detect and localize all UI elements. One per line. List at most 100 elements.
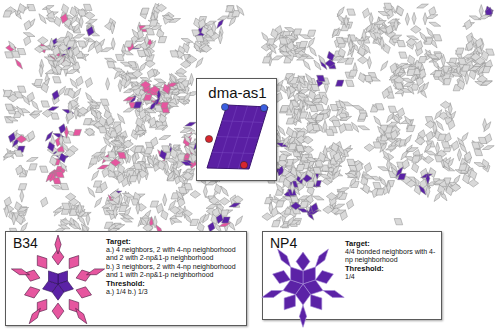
tile [408, 55, 415, 65]
tile [209, 197, 220, 205]
tile [426, 172, 430, 184]
tile [306, 123, 313, 133]
pink-tile [76, 270, 91, 281]
tile [420, 32, 427, 42]
tile [466, 41, 473, 51]
tile [423, 156, 434, 164]
tile [319, 174, 331, 178]
tile [263, 57, 272, 63]
tile [107, 62, 116, 68]
tile [235, 216, 242, 226]
tile [104, 137, 111, 147]
tile [175, 79, 187, 83]
purple-tile [291, 267, 303, 284]
tile [404, 135, 411, 145]
tile [297, 80, 301, 92]
tile [62, 203, 71, 209]
tile [135, 131, 147, 135]
tile [406, 148, 418, 152]
pink-tile [37, 256, 47, 269]
tile [170, 149, 177, 159]
tile [332, 28, 339, 38]
tile [92, 170, 99, 180]
tile [436, 142, 440, 154]
tile [50, 38, 54, 50]
tile [29, 164, 38, 170]
tile [443, 160, 450, 170]
tile [106, 78, 110, 90]
site-dot [240, 161, 247, 168]
tile [61, 13, 68, 23]
tile [9, 41, 16, 51]
purple-tile [273, 271, 291, 284]
tile [380, 37, 384, 49]
tile [358, 113, 367, 119]
tile [482, 146, 494, 150]
tile [150, 201, 159, 207]
tile [6, 117, 18, 121]
tile [90, 158, 99, 164]
tile [15, 59, 22, 69]
tile [216, 214, 223, 224]
tile [469, 67, 481, 71]
tile [122, 215, 134, 219]
tile [358, 126, 370, 130]
tile [271, 29, 278, 39]
tile [296, 145, 305, 151]
tile [286, 127, 293, 137]
tile [137, 50, 146, 56]
tile [218, 32, 222, 44]
tile [303, 146, 314, 154]
tile [68, 55, 75, 65]
tile [60, 66, 72, 70]
tile [458, 80, 465, 90]
tile [363, 8, 370, 18]
tile [124, 41, 133, 47]
tile [71, 14, 78, 24]
tile [3, 11, 12, 17]
tile [136, 117, 143, 127]
tile [31, 100, 38, 110]
tile [64, 149, 75, 157]
tile [458, 58, 467, 64]
tile [17, 49, 26, 55]
field-value: a.) 1/4 b.) 1/3 [106, 288, 244, 296]
tile [84, 128, 95, 136]
tile [301, 200, 312, 208]
tile [303, 136, 314, 144]
tile [334, 152, 341, 162]
tile [417, 4, 429, 8]
tile [433, 35, 442, 41]
tile [387, 113, 394, 123]
tile [376, 189, 385, 195]
tile [16, 215, 23, 225]
tile [67, 41, 76, 47]
pink-tile [76, 308, 87, 323]
tile [170, 206, 181, 214]
tile [76, 76, 83, 86]
tile [450, 184, 461, 192]
tile [378, 12, 390, 16]
tile [106, 116, 113, 126]
tile [366, 23, 373, 33]
tile [156, 4, 167, 12]
tile [78, 215, 85, 225]
tile [41, 197, 48, 207]
tile [468, 179, 479, 187]
tile [27, 92, 34, 102]
tile [86, 213, 90, 225]
tile [470, 170, 477, 180]
tile [84, 4, 93, 10]
tile [412, 163, 419, 173]
field-label: Target: [345, 240, 439, 248]
tile [333, 204, 345, 208]
tile [65, 193, 76, 201]
tile [39, 65, 43, 77]
tile [433, 180, 445, 184]
tile [459, 164, 468, 170]
purple-tile [315, 271, 333, 284]
tile [90, 109, 97, 119]
tile [130, 86, 142, 90]
tile [101, 99, 110, 105]
tile [433, 122, 437, 134]
